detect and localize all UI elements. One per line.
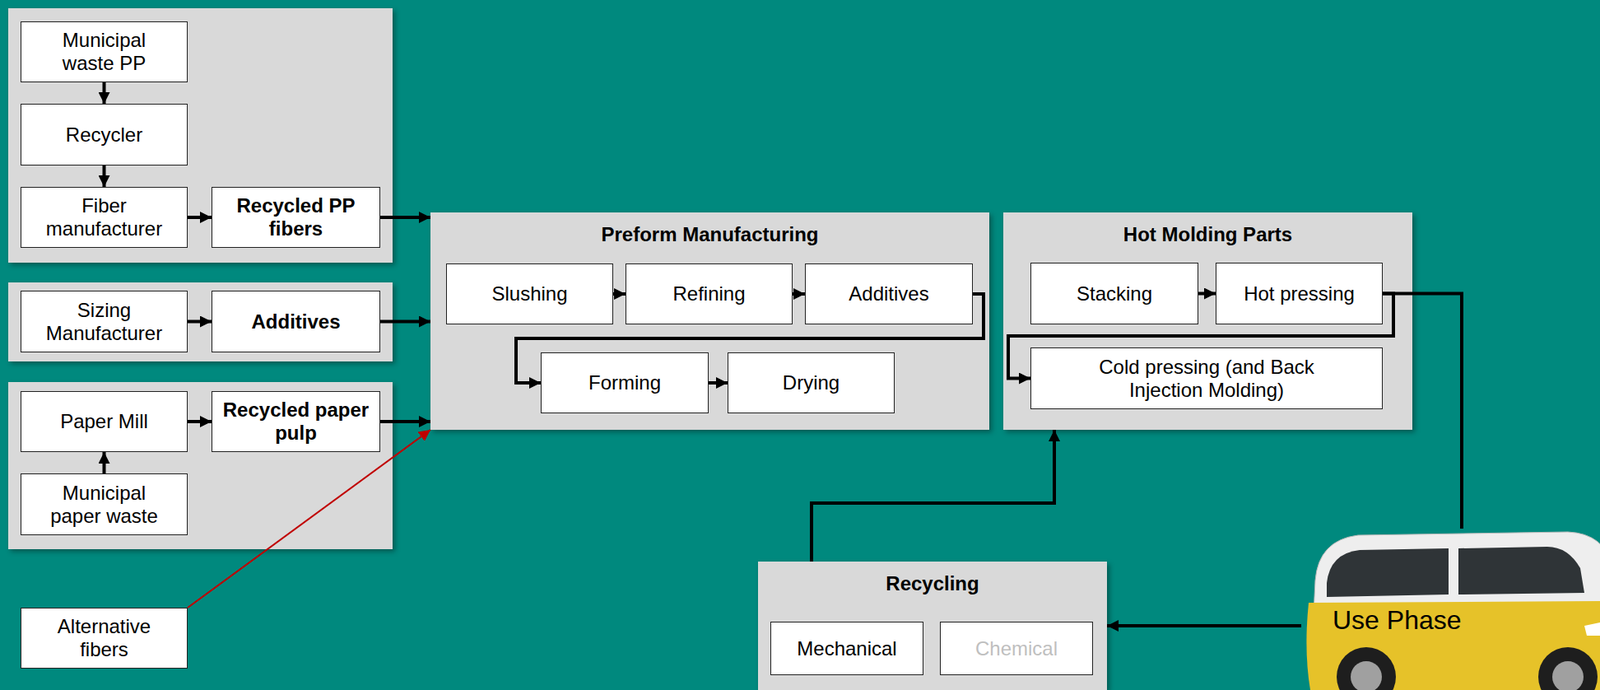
box-label: Municipal waste PP — [42, 28, 167, 75]
flow-arrow — [811, 429, 1055, 562]
flow-arrow — [380, 320, 431, 324]
van-hub — [1552, 660, 1584, 690]
process-box: Recycled PP fibers — [211, 186, 381, 248]
flow-arrow — [187, 215, 212, 219]
alternative-input-arrow — [187, 429, 431, 608]
process-box: Chemical — [939, 621, 1094, 675]
process-box: Paper Mill — [20, 390, 188, 452]
flow-arrow — [708, 381, 728, 385]
process-box: Fiber manufacturer — [20, 186, 188, 248]
phase-label: Use Phase — [1332, 604, 1462, 636]
panel-title: Recycling — [758, 572, 1107, 596]
flow-arrow — [613, 292, 626, 296]
process-box: Recycled paper pulp — [211, 390, 381, 452]
box-label: Hot pressing — [1243, 282, 1355, 306]
box-label: Additives — [848, 282, 929, 306]
box-label: Cold pressing (and Back Injection Moldin… — [1074, 355, 1339, 401]
flow-arrow — [792, 292, 805, 296]
box-label: Chemical — [975, 637, 1058, 661]
flow-arrow — [1382, 293, 1462, 530]
box-label: Recycled PP fibers — [222, 194, 371, 240]
process-box: Stacking — [1030, 262, 1199, 325]
van-roof — [1313, 531, 1600, 614]
process-box: Slushing — [446, 263, 614, 325]
flow-arrow — [1198, 292, 1216, 296]
box-label: Alternative fibers — [42, 614, 167, 661]
process-box: Recycler — [20, 103, 188, 166]
process-box: Additives — [804, 263, 973, 325]
panel-title: Preform Manufacturing — [430, 223, 990, 247]
process-box: Mechanical — [770, 621, 924, 675]
stage-panel: Preform ManufacturingSlushing Refining Add… — [430, 212, 990, 430]
van-wheel — [1538, 646, 1598, 690]
process-box: Sizing Manufacturer — [20, 290, 188, 353]
box-label: Refining — [672, 282, 745, 306]
flow-arrow — [102, 82, 107, 104]
process-box: Additives — [211, 290, 381, 353]
flow-arrow — [380, 215, 431, 219]
box-label: Stacking — [1076, 282, 1153, 306]
panel-title: Hot Molding Parts — [1003, 223, 1413, 247]
process-box: Municipal paper waste — [20, 473, 188, 535]
van-headlight — [1584, 622, 1600, 636]
use-phase-vehicle: Use Phase — [1301, 528, 1600, 690]
flow-arrow — [102, 165, 107, 187]
stage-panel: RecyclingMechanical Chemical — [758, 561, 1107, 690]
process-box: Refining — [625, 263, 793, 325]
box-label: Recycler — [65, 123, 143, 147]
box-label: Additives — [251, 310, 340, 334]
van-window — [1458, 546, 1585, 595]
process-box: Municipal waste PP — [20, 21, 188, 83]
box-label: Paper Mill — [60, 409, 149, 433]
van-hub — [1350, 660, 1382, 690]
flow-arrow — [187, 320, 212, 324]
van-window — [1326, 548, 1449, 597]
box-label: Drying — [782, 371, 840, 395]
box-label: Sizing Manufacturer — [42, 298, 167, 345]
flow-arrow — [380, 419, 431, 424]
box-label: Forming — [588, 371, 661, 395]
box-label: Mechanical — [796, 637, 897, 661]
process-box: Drying — [727, 352, 895, 414]
process-box: Forming — [540, 352, 709, 414]
flow-arrow — [187, 419, 212, 424]
process-box: Cold pressing (and Back Injection Moldin… — [1030, 347, 1383, 410]
process-box: Hot pressing — [1215, 262, 1383, 325]
box-label: Municipal paper waste — [42, 481, 167, 527]
process-box: Alternative fibers — [20, 607, 188, 669]
box-label: Recycled paper pulp — [222, 398, 371, 444]
van-wheel — [1336, 646, 1396, 690]
flow-arrow — [1106, 623, 1302, 628]
stage-panel: Hot Molding PartsStacking Hot pressingCol… — [1003, 212, 1413, 430]
box-label: Fiber manufacturer — [42, 194, 167, 240]
flow-arrow — [102, 451, 107, 474]
box-label: Slushing — [491, 282, 568, 306]
